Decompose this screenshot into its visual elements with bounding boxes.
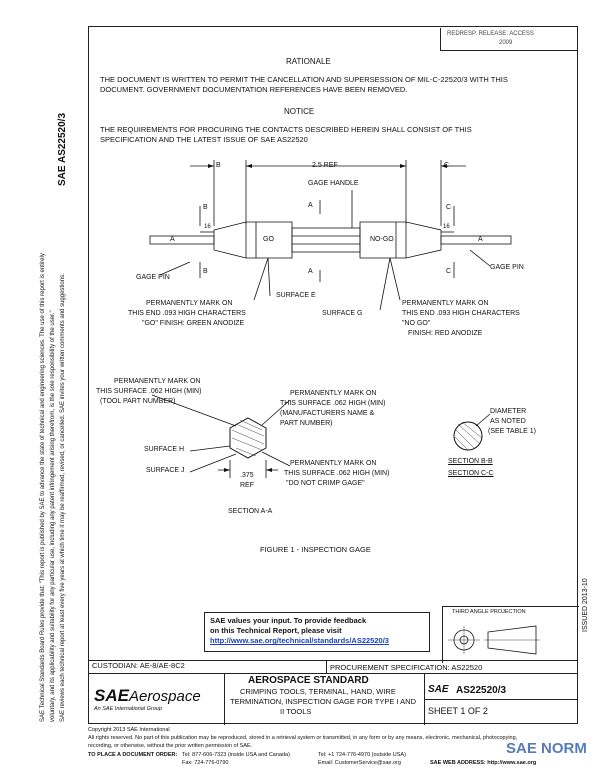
diameter-1: DIAMETER [490,408,527,415]
dim-375-label: .375 [240,472,254,479]
mark-go-2: THIS END .093 HIGH CHARACTERS [128,310,246,317]
surface-e-label: SURFACE E [276,292,316,299]
mfr-mark-1: PERMANENTLY MARK ON [290,390,377,397]
tool-mark-1: PERMANENTLY MARK ON [114,378,201,385]
surface-j-label: SURFACE J [146,467,185,474]
feedback-link[interactable]: http://www.sae.org/technical/standards/A… [210,636,389,646]
doc-number: AS22520/3 [456,685,507,696]
web-address[interactable]: SAE WEB ADDRESS: http://www.sae.org [430,760,537,766]
label-c-lower: C [446,268,452,275]
copyright-text: Copyright 2013 SAE International [88,727,170,733]
logo-aero-text: Aerospace [128,688,201,705]
label-b-upper: B [203,204,208,211]
notice-line-2: SPECIFICATION AND THE LATEST ISSUE OF SA… [100,135,308,144]
tel-outside: Tel: +1 724-776-4970 (outside USA) [318,752,406,758]
rationale-heading: RATIONALE [286,57,331,66]
doc-title-line-3: II TOOLS [280,707,312,716]
notice-heading: NOTICE [284,107,315,116]
ref-label: REF [240,482,254,489]
proc-divider [326,661,327,673]
projection-label: THIRD ANGLE PROJECTION [452,609,526,615]
feedback-line-2: on this Technical Report, please visit [210,626,342,636]
sheet-divider [424,699,578,700]
figure-caption: FIGURE 1 - INSPECTION GAGE [260,545,371,554]
label-b-lower: B [203,268,208,275]
tol-right: 16 [443,224,450,230]
mark-nogo-3: "NO GO" [402,320,431,327]
section-bb-label: SECTION B-B [448,458,493,465]
mark-nogo-1: PERMANENTLY MARK ON [402,300,489,307]
mfr-mark-2: THIS SURFACE .062 HIGH (MIN) [280,400,386,407]
doc-title-line-1: CRIMPING TOOLS, TERMINAL, HAND, WIRE [240,687,396,696]
gage-pin-left: GAGE PIN [136,274,170,281]
section-aa-label: SECTION A-A [228,508,273,515]
label-c-upper: C [446,204,452,211]
label-a-left: A [170,236,175,243]
gage-handle-label: GAGE HANDLE [308,180,359,187]
tool-mark-2: THIS SURFACE .062 HIGH (MIN) [96,388,202,395]
logo-sub-text: An SAE International Group [94,706,162,712]
revision-line-2: 2009 [499,40,513,46]
projection-box [442,606,579,663]
feedback-line-1: SAE values your input. To provide feedba… [210,616,367,625]
mark-go-1: PERMANENTLY MARK ON [146,300,233,307]
crimp-mark-1: PERMANENTLY MARK ON [290,460,377,467]
sheet-number: SHEET 1 OF 2 [428,706,488,716]
crimp-mark-3: "DO NOT CRIMP GAGE" [286,480,365,487]
rationale-line-1: THE DOCUMENT IS WRITTEN TO PERMIT THE CA… [100,75,508,84]
doc-title-line-2: TERMINATION, INSPECTION GAGE FOR TYPE I … [230,697,416,706]
logo-divider [224,673,225,725]
diameter-3: (SEE TABLE 1) [488,428,536,435]
mfr-mark-3: (MANUFACTURERS NAME & [280,410,375,417]
sae-small-mark: SAE [428,684,449,695]
mark-nogo-2: THIS END .093 HIGH CHARACTERS [402,310,520,317]
title-block [88,660,578,725]
surface-h-label: SURFACE H [144,446,185,453]
notice-line-1: THE REQUIREMENTS FOR PROCURING THE CONTA… [100,125,472,134]
label-a-bottom: A [308,268,313,275]
feedback-box: SAE values your input. To provide feedba… [204,612,430,652]
label-a-top: A [308,202,313,209]
label-c-top: C [444,162,450,169]
label-a-right: A [478,236,483,243]
tel-inside: Tel: 877-606-7323 (inside USA and Canada… [182,752,290,758]
rights-line-2: recording, or otherwise, without the pri… [88,743,253,749]
procurement-text: PROCUREMENT SPECIFICATION: AS22520 [330,663,483,672]
fax-line: Fax: 724-776-0790 [182,760,229,766]
document-frame [88,26,578,724]
title-divider [88,673,578,674]
rights-line-1: All rights reserved. No part of this pub… [88,735,518,741]
mark-nogo-4: FINISH: RED ANODIZE [408,330,483,337]
standard-title: AEROSPACE STANDARD [248,675,369,686]
sae-aerospace-logo: SAEAerospace An SAE International Group [94,686,201,712]
section-cc-label: SECTION C-C [448,470,494,477]
surface-g-label: SURFACE G [322,310,363,317]
diameter-2: AS NOTED [490,418,526,425]
order-label: TO PLACE A DOCUMENT ORDER: [88,752,178,758]
crimp-mark-2: THIS SURFACE .062 HIGH (MIN) [284,470,390,477]
revision-box: REDRESP. RELEASE: ACCESS 2009 [440,28,577,51]
label-b-top: B [216,162,221,169]
mark-go-3: "GO" FINISH: GREEN ANODIZE [142,320,245,327]
mfr-mark-4: PART NUMBER) [280,420,333,427]
go-label: GO [263,236,274,243]
no-go-label: NO-GO [370,236,394,243]
email-line: Email: CustomerService@sae.org [318,760,401,766]
gage-pin-right: GAGE PIN [490,264,524,271]
dim-ref-label: 2.5 REF [312,162,338,169]
tool-mark-3: (TOOL PART NUMBER) [100,398,176,405]
tol-left: 16 [204,224,211,230]
logo-sae-text: SAE [94,686,129,705]
revision-line-1: REDRESP. RELEASE: ACCESS [447,31,534,37]
rationale-line-2: DOCUMENT. GOVERNMENT DOCUMENTATION REFER… [100,85,408,94]
watermark-text: SAE NORM [506,740,587,757]
custodian-text: CUSTODIAN: AE-8/AE-8C2 [92,661,185,670]
